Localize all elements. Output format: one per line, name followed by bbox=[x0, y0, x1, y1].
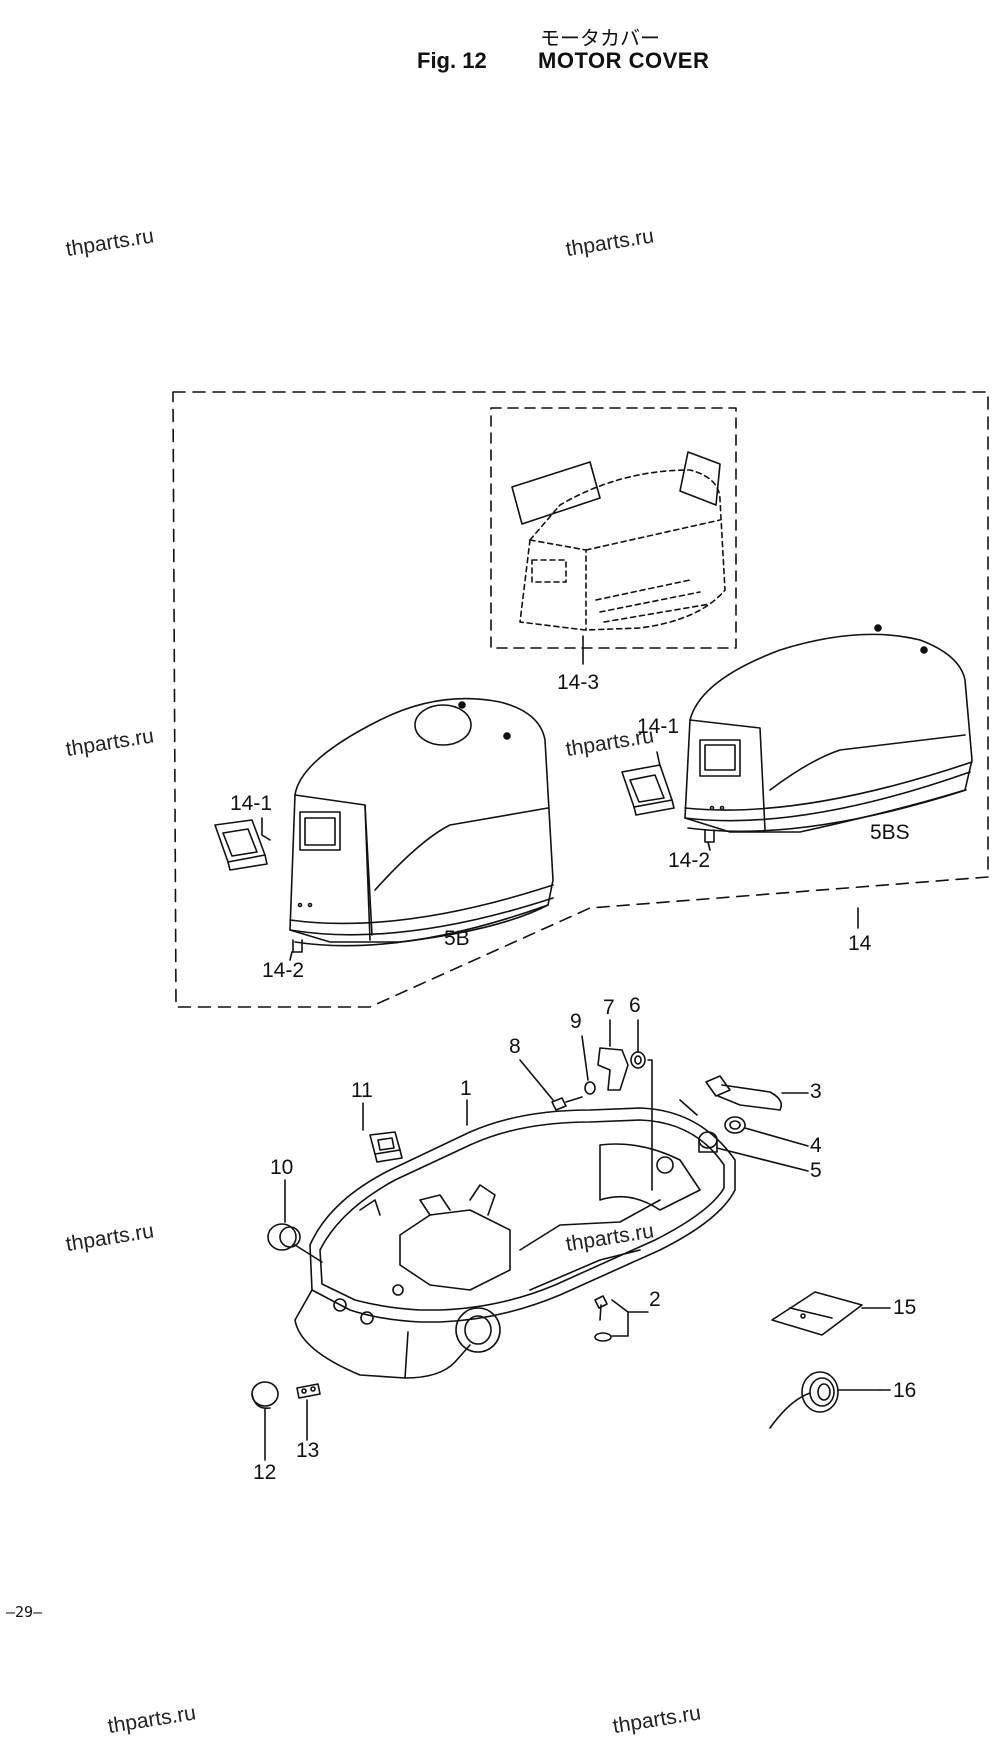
page-number: —29— bbox=[6, 1603, 43, 1621]
leader-8 bbox=[519, 1059, 554, 1101]
callout-4: 4 bbox=[810, 1134, 822, 1157]
figure-number: Fig. 12 bbox=[417, 48, 487, 73]
callout-5: 5 bbox=[810, 1159, 822, 1182]
callout-9: 9 bbox=[570, 1010, 582, 1033]
motor-cover-5bs bbox=[684, 624, 973, 843]
leader-14-1-right bbox=[656, 751, 661, 767]
grommet-14-1-left bbox=[214, 819, 268, 871]
callout-14: 14 bbox=[848, 932, 872, 955]
group-boundary-14-3 bbox=[490, 407, 737, 649]
part-15-bag bbox=[771, 1291, 863, 1336]
part-3-lever bbox=[705, 1075, 783, 1111]
figure-title: MOTOR COVER bbox=[538, 48, 710, 73]
group-boundary-14 bbox=[172, 391, 989, 1008]
leader-14-2-right bbox=[707, 841, 711, 851]
part-7-bracket bbox=[597, 1047, 629, 1091]
callout-14-1-left: 14-1 bbox=[230, 792, 273, 815]
callout-14-3: 14-3 bbox=[557, 671, 600, 694]
part-12-plug bbox=[251, 1381, 279, 1410]
callout-8: 8 bbox=[509, 1035, 521, 1058]
callout-1: 1 bbox=[460, 1077, 472, 1100]
label-5bs: 5BS bbox=[870, 821, 910, 844]
part-11-grommet bbox=[369, 1131, 403, 1163]
callout-16: 16 bbox=[893, 1379, 917, 1402]
part-16-coil bbox=[769, 1371, 881, 1429]
callout-12: 12 bbox=[253, 1461, 277, 1484]
grommet-14-1-right bbox=[621, 764, 675, 816]
leader-9 bbox=[581, 1035, 589, 1081]
part-8-bolt bbox=[551, 1096, 583, 1111]
callout-3: 3 bbox=[810, 1080, 822, 1103]
leader-5 bbox=[716, 1147, 809, 1172]
leader-4 bbox=[744, 1127, 809, 1147]
label-5b: 5B bbox=[444, 927, 470, 950]
callout-7: 7 bbox=[603, 996, 615, 1019]
callout-11: 11 bbox=[351, 1079, 373, 1102]
leader-2 bbox=[611, 1299, 649, 1337]
motor-cover-5b bbox=[289, 697, 554, 953]
part-5-bushing bbox=[698, 1131, 718, 1153]
callout-14-1-right: 14-1 bbox=[637, 715, 680, 738]
leader-10 bbox=[284, 1179, 323, 1263]
part-2-screw bbox=[594, 1295, 612, 1342]
leader-14-1-left bbox=[261, 817, 271, 841]
title-japanese: モータカバー bbox=[540, 26, 660, 50]
part-9-washer bbox=[584, 1081, 596, 1095]
callout-13: 13 bbox=[296, 1439, 320, 1462]
part-4-bushing bbox=[724, 1116, 746, 1134]
bottom-cowling-1 bbox=[294, 1107, 736, 1379]
callout-14-2-left: 14-2 bbox=[262, 959, 305, 982]
part-6-ring bbox=[630, 1051, 646, 1069]
callout-6: 6 bbox=[629, 994, 641, 1017]
callout-2: 2 bbox=[649, 1288, 661, 1311]
callout-15: 15 bbox=[893, 1296, 917, 1319]
part-13-clip bbox=[296, 1383, 321, 1399]
callout-10: 10 bbox=[270, 1156, 294, 1179]
leader-14-2-left bbox=[289, 951, 293, 961]
leader-6 bbox=[637, 1019, 653, 1191]
part-10-grommet bbox=[267, 1223, 301, 1251]
leader-3-group bbox=[679, 1099, 698, 1116]
callout-14-2-right: 14-2 bbox=[668, 849, 711, 872]
